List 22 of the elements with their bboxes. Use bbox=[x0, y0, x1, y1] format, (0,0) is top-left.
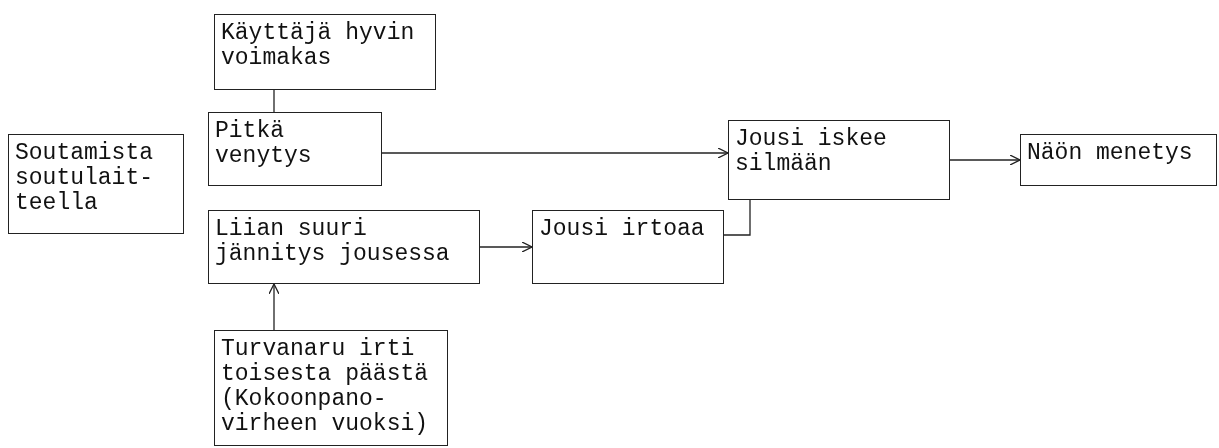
box-label: Jousi iskee silmään bbox=[735, 127, 888, 177]
box-label: Käyttäjä hyvin voimakas bbox=[221, 21, 416, 71]
connector-line bbox=[723, 199, 751, 236]
connector-line bbox=[273, 89, 275, 113]
text-box bbox=[208, 210, 480, 284]
box-label: Näön menetys bbox=[1027, 141, 1194, 166]
box-label: Turvanaru irti toisesta päästä (Kokoonpano- virheen vuoksi) bbox=[221, 337, 430, 437]
text-box bbox=[728, 120, 950, 200]
arrow bbox=[949, 154, 1021, 166]
box-label: Soutamista soutulait- teella bbox=[15, 141, 155, 216]
box-label: Liian suuri jännitys jousessa bbox=[215, 217, 451, 267]
arrow bbox=[381, 147, 729, 159]
text-box bbox=[8, 134, 184, 234]
text-box bbox=[214, 14, 436, 90]
arrow bbox=[268, 283, 280, 331]
text-box bbox=[208, 112, 382, 186]
text-box bbox=[532, 210, 724, 284]
text-box bbox=[1020, 134, 1217, 186]
box-label: Pitkä venytys bbox=[215, 119, 313, 169]
box-label: Jousi irtoaa bbox=[539, 217, 706, 242]
text-box bbox=[214, 330, 448, 446]
arrow bbox=[479, 241, 533, 253]
